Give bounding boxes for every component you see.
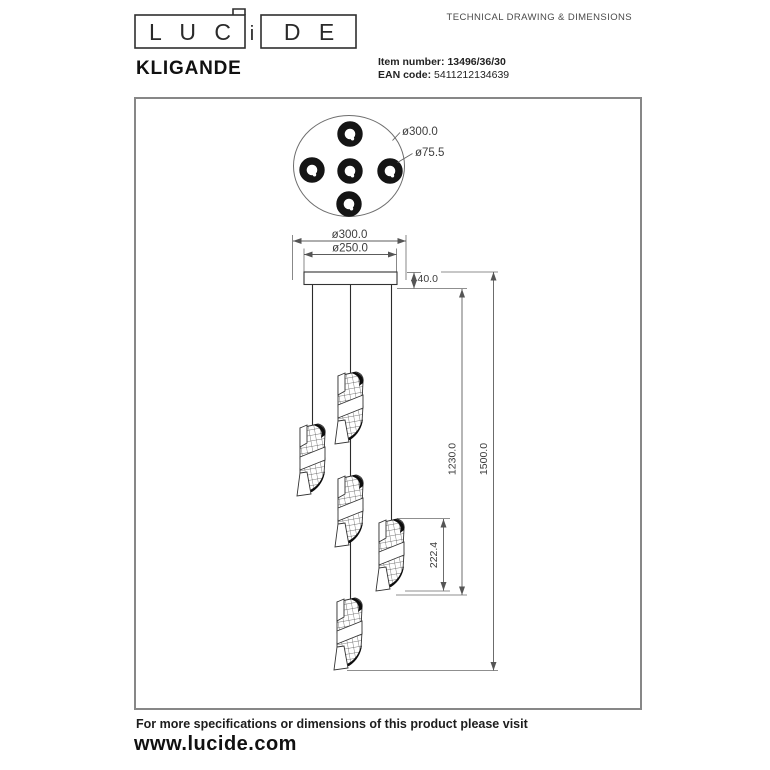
shade-ring xyxy=(337,121,363,147)
ean-value: 5411212134639 xyxy=(434,69,510,81)
ean-label: EAN code: xyxy=(378,69,432,81)
logo-text-i: i xyxy=(250,23,254,45)
product-name: KLIGANDE xyxy=(136,58,242,79)
item-number-value: 13496/36/30 xyxy=(447,56,506,68)
leader-lines xyxy=(392,132,413,163)
pendant-shades xyxy=(296,371,405,671)
footer-website: www.lucide.com xyxy=(134,733,297,755)
pendant-shade xyxy=(375,518,405,592)
pendant-shade xyxy=(334,371,364,445)
dim-min-drop: 1230.0 xyxy=(447,443,459,475)
shade-ring xyxy=(377,158,403,184)
shade-ring xyxy=(299,157,325,183)
pendant-shade xyxy=(333,597,363,671)
logo-text-left: L U C xyxy=(149,19,237,45)
dimension-lines xyxy=(293,238,497,671)
technical-drawing: ø300.0 ø75.5 xyxy=(292,115,498,671)
top-view: ø300.0 ø75.5 xyxy=(293,115,444,217)
dim-top-outer-diameter: ø300.0 xyxy=(402,126,438,138)
dim-top-shade-diameter: ø75.5 xyxy=(415,147,444,159)
pendant-shade xyxy=(334,474,364,548)
shade-ring xyxy=(336,191,362,217)
product-codes: Item number: 13496/36/30 EAN code: 54112… xyxy=(378,56,509,82)
pendant-shade xyxy=(296,423,326,497)
lucide-logo: L U C i D E xyxy=(133,7,357,53)
dim-front-outer-diameter: ø300.0 xyxy=(332,229,368,241)
technical-drawing-frame: ø300.0 ø75.5 xyxy=(134,97,642,710)
logo-box-right xyxy=(260,14,357,49)
logo-notch xyxy=(232,8,246,15)
ceiling-canopy xyxy=(303,271,398,286)
dim-shade-height: 222.4 xyxy=(428,542,440,568)
dim-canopy-diameter: ø250.0 xyxy=(332,243,368,255)
logo-text-right: D E xyxy=(284,19,340,45)
shade-ring xyxy=(337,158,363,184)
ean-row: EAN code: 5411212134639 xyxy=(378,69,509,82)
front-view: ø300.0 ø250.0 40.0 1230.0 1500.0 222.4 xyxy=(292,229,498,671)
item-number-row: Item number: 13496/36/30 xyxy=(378,56,509,69)
dim-max-drop: 1500.0 xyxy=(478,443,490,475)
lucide-logo-graphic: L U C i D E xyxy=(134,8,357,49)
shade-rings xyxy=(299,121,403,217)
dim-canopy-height: 40.0 xyxy=(418,273,439,285)
item-number-label: Item number: xyxy=(378,56,445,68)
document-title: TECHNICAL DRAWING & DIMENSIONS xyxy=(446,12,632,23)
extension-lines xyxy=(292,235,498,671)
logo-box-left xyxy=(134,14,246,49)
footer-note: For more specifications or dimensions of… xyxy=(136,717,528,731)
shade-ring-notches xyxy=(312,137,395,211)
